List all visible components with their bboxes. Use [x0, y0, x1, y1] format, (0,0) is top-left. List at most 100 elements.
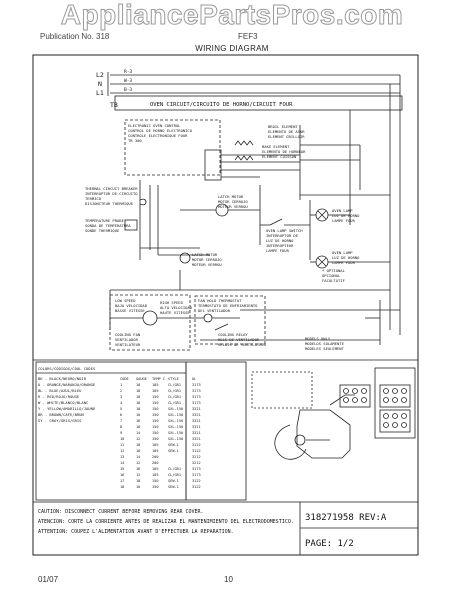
- fan-thermostat-label-3: DEL VENTILADOR: [198, 308, 231, 313]
- l2-label: L2: [96, 71, 104, 79]
- high-speed-label-1: HIGH SPEED: [160, 300, 184, 305]
- wire-table-cell: 105: [152, 467, 159, 471]
- wire-table-cell: CL/GR1: [168, 383, 181, 387]
- wire-table-cell: CL/GR1: [168, 467, 181, 471]
- wire-table-cell: 12: [136, 461, 140, 465]
- lamp-switch-label-2: INTERRUPTOR DE: [266, 233, 299, 238]
- caution-line-3: ATTENTION: COUPEZ L'ALIMENTATION AVANT D…: [38, 529, 234, 535]
- wire-table-cell: 18: [136, 443, 140, 447]
- wire-table-cell: 18: [136, 407, 140, 411]
- broil-label-1: BROIL ELEMENT: [268, 124, 298, 129]
- wire-table-cell: 150: [152, 431, 159, 435]
- part-number: 318271958 REV:A: [305, 513, 387, 523]
- wire-table-cell: 3321: [192, 431, 201, 435]
- caution-line-2: ATENCION: CORTE LA CORRIENTE ANTES DE RE…: [38, 519, 294, 525]
- low-speed-label-1: LOW SPEED: [115, 298, 136, 303]
- lamp-bottom-label-1: OVEN LAMP: [332, 250, 353, 255]
- wire-table-cell: 200: [152, 461, 159, 465]
- probe-label-3: SONDE THERMIQUE: [85, 228, 120, 233]
- watermark-logo: AppliancePartsPros.com: [60, 0, 404, 30]
- lamp-top-label-1: OVEN LAMP: [332, 208, 353, 213]
- wire-table-cell: 3122: [192, 485, 201, 489]
- evc-label-1: ELECTRONIC OVEN CONTROL: [128, 123, 181, 128]
- wire-table-cell: SEW-1: [168, 485, 179, 489]
- wire-table-cell: 18: [120, 485, 124, 489]
- lamp-switch-label-4: INTERRUPTEUR: [266, 243, 294, 248]
- evc-label-4: TB 300: [128, 138, 142, 143]
- optional-label-2: OPCIONAL: [322, 273, 341, 278]
- wire-table-cell: 12: [136, 473, 140, 477]
- color-legend-row: W - WHITE/BLANCO/BLANC: [38, 400, 88, 405]
- wire-table-cell: 14: [136, 431, 140, 435]
- wire-table-cell: 3321: [192, 407, 201, 411]
- latch-mid-label-2: MOTOR CERROJO: [192, 257, 222, 262]
- wire-table-cell: 3321: [192, 437, 201, 441]
- broil-label-3: ELEMENT GRILLOIR: [268, 134, 305, 139]
- latch-mid-label-1: LATCH MOTOR: [192, 252, 218, 257]
- breaker-label-4: DISJONCTEUR THERMIQUE: [85, 201, 134, 206]
- wire-table-cell: SEW-1: [168, 443, 179, 447]
- header-left: Publication No. 318: [40, 32, 110, 41]
- watermark-banner: AppliancePartsPros.com: [0, 0, 464, 38]
- fan-motor-label-2: VENTILADOR: [115, 337, 139, 342]
- cooling-relay-label-2: RELE DE VENTILADOR: [218, 337, 260, 342]
- latch-top-label-3: MOTEUR VERROU: [218, 204, 248, 209]
- n-label: N: [98, 80, 102, 88]
- optional-label-1: * OPTIONAL: [322, 268, 346, 273]
- lamp-bottom-label-3: LAMPE FOUR: [332, 260, 356, 265]
- wire-table-cell: 11: [120, 443, 124, 447]
- evc-label-3: CONTROLE ELECTRONIQUE FOUR: [128, 133, 188, 138]
- wire-table-cell: 6: [120, 413, 122, 417]
- fan-thermostat-label-1: FAN HOLD THERMOSTAT: [198, 298, 242, 303]
- page-title: WIRING DIAGRAM: [195, 44, 269, 53]
- wire-table-cell: 10: [120, 437, 124, 441]
- lamp-switch-label-1: OVEN LAMP SWITCH: [266, 228, 303, 233]
- wire-table-cell: 5: [120, 407, 122, 411]
- wire-table-header: CODE: [120, 377, 129, 381]
- wire-table-cell: SXL-150: [168, 413, 183, 417]
- wire-table-cell: 105: [152, 473, 159, 477]
- l2-wire: R-3: [124, 69, 132, 75]
- color-legend-row: R - RED/ROJO/ROUGE: [38, 394, 80, 399]
- header-mid: FEF3: [238, 32, 258, 41]
- wire-table-header: STYLE: [168, 377, 179, 381]
- color-legend-title: COLORS/CODIGOS/COOL CODES: [38, 366, 96, 371]
- probe-label-2: SONDA DE TEMPERATURA: [85, 223, 131, 228]
- wire-table-cell: 2: [120, 389, 122, 393]
- wire-table-cell: 4: [120, 401, 122, 405]
- wire-table-cell: 16: [120, 473, 124, 477]
- wire-table-cell: 17: [120, 479, 124, 483]
- l1-wire: B-3: [124, 87, 132, 93]
- wire-table-cell: CL/GR1: [168, 401, 181, 405]
- oven-circuit-label: OVEN CIRCUIT/CIRCUITO DE HORNO/CIRCUIT F…: [150, 102, 293, 108]
- wire-table-cell: SEW-1: [168, 449, 179, 453]
- wire-table-cell: 16: [136, 425, 140, 429]
- wire-table-cell: 3321: [192, 425, 201, 429]
- lamp-switch-label-5: LAMPE FOUR: [266, 248, 290, 253]
- wire-table-cell: 18: [136, 395, 140, 399]
- wire-table-cell: 18: [136, 389, 140, 393]
- n-wire: W-3: [124, 78, 132, 84]
- wire-table-cell: 3173: [192, 389, 201, 393]
- wire-table-cell: 15: [120, 467, 124, 471]
- color-legend-row: O - ORANGE/NARANJA/ORANGE: [38, 382, 96, 387]
- evc-label-2: CONTROL DE HORNO ELECTRONICO: [128, 128, 193, 133]
- wire-table-cell: 105: [152, 443, 159, 447]
- color-legend-row: GY - GRAY/GRIS/GRIS: [38, 418, 82, 423]
- wire-table-cell: 105: [152, 389, 159, 393]
- wire-table-header: UL: [192, 377, 196, 381]
- wire-table-cell: 12: [136, 437, 140, 441]
- breaker-label-3: TERMICO: [85, 196, 102, 201]
- wire-table-header: TEMP C: [152, 377, 165, 381]
- footer-date: 01/07: [38, 575, 59, 584]
- fan-motor-label-3: VENTILATEUR: [115, 342, 141, 347]
- wire-table-cell: 3173: [192, 395, 201, 399]
- wire-table-cell: 1: [120, 383, 122, 387]
- bake-label-1: BAKE ELEMENT: [262, 144, 290, 149]
- wire-table-cell: SXL-150: [168, 437, 183, 441]
- lamp-top-label-2: LUZ DE HORNO: [332, 213, 360, 218]
- wire-table-cell: CL/GR1: [168, 473, 181, 477]
- high-speed-label-2: ALTA VELOCIDAD: [160, 305, 193, 310]
- wire-table-cell: 16: [136, 419, 140, 423]
